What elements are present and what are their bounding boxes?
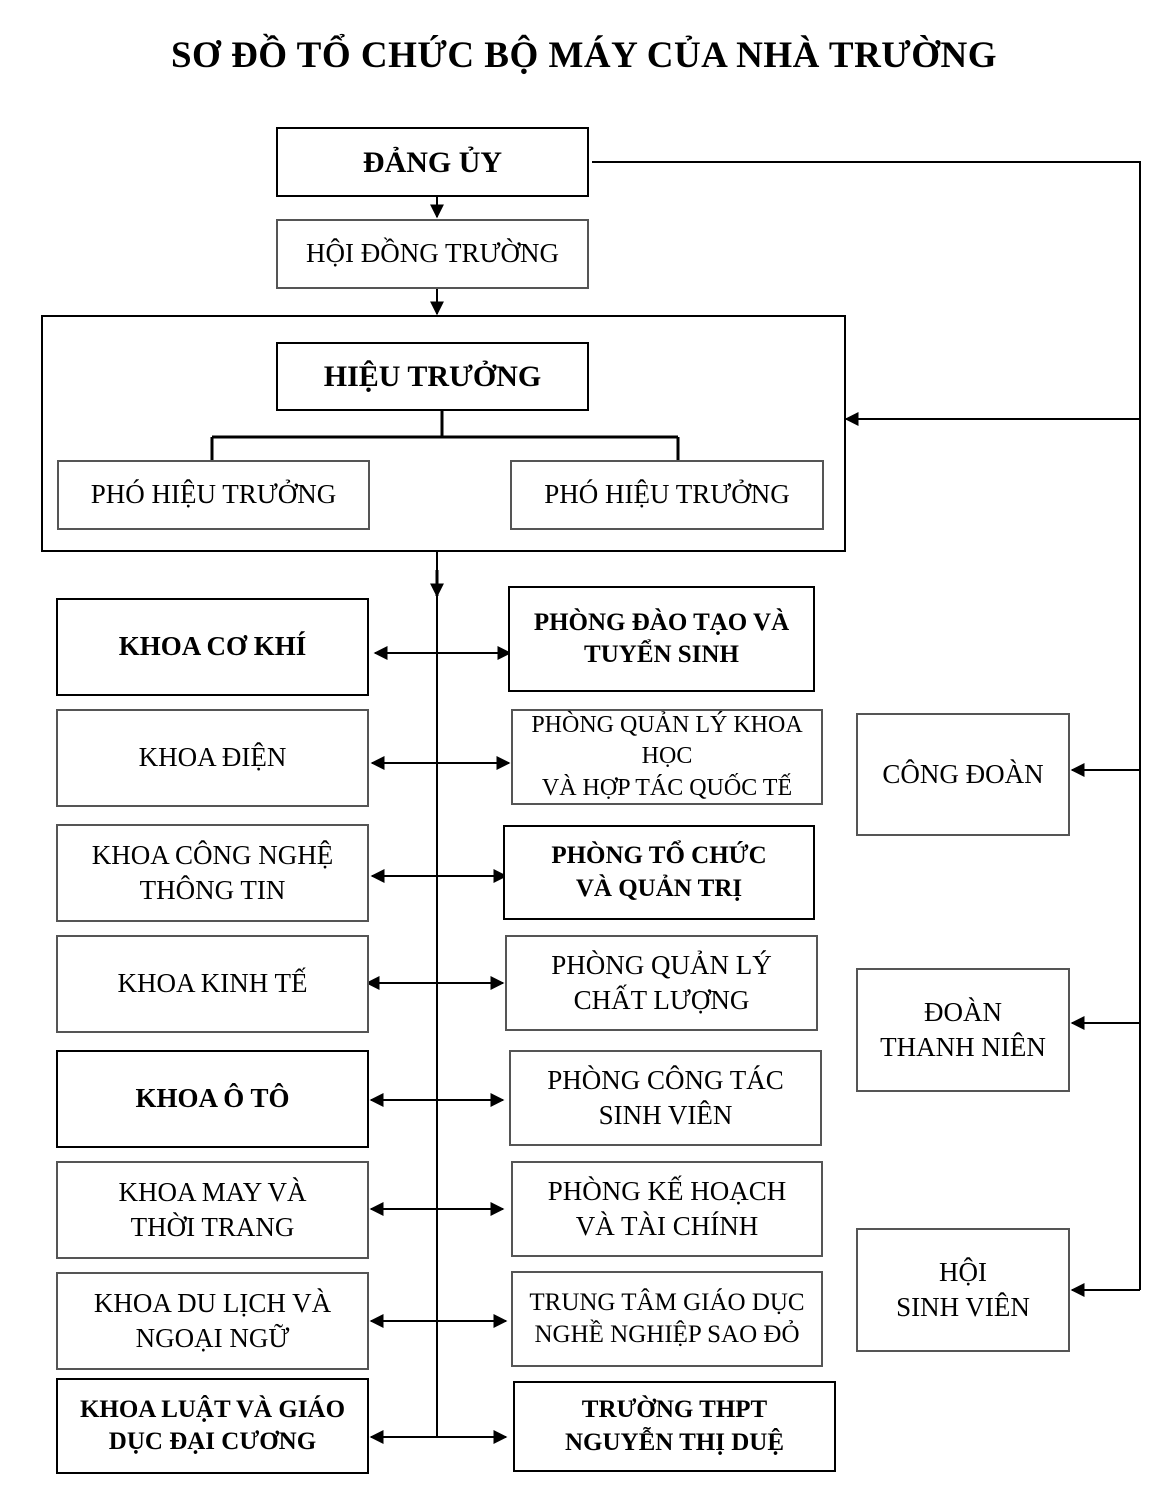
- vice-principal-box: PHÓ HIỆU TRƯỞNG: [57, 460, 370, 530]
- principal-box: HIỆU TRƯỞNG: [276, 342, 589, 411]
- faculty-box: KHOA LUẬT VÀ GIÁO DỤC ĐẠI CƯƠNG: [56, 1378, 369, 1474]
- faculty-box: KHOA Ô TÔ: [56, 1050, 369, 1148]
- organization-box: HỘI SINH VIÊN: [856, 1228, 1070, 1352]
- party-committee-box: ĐẢNG ỦY: [276, 127, 589, 197]
- department-box: PHÒNG QUẢN LÝ CHẤT LƯỢNG: [505, 935, 818, 1031]
- department-box: PHÒNG QUẢN LÝ KHOA HỌC VÀ HỢP TÁC QUỐC T…: [511, 709, 823, 805]
- faculty-box: KHOA ĐIỆN: [56, 709, 369, 807]
- department-box: TRƯỜNG THPT NGUYỄN THỊ DUỆ: [513, 1381, 836, 1472]
- organization-box: ĐOÀN THANH NIÊN: [856, 968, 1070, 1092]
- faculty-box: KHOA MAY VÀ THỜI TRANG: [56, 1161, 369, 1259]
- school-council-box: HỘI ĐỒNG TRƯỜNG: [276, 219, 589, 289]
- department-box: PHÒNG TỔ CHỨC VÀ QUẢN TRỊ: [503, 825, 815, 920]
- vice-principal-box: PHÓ HIỆU TRƯỞNG: [510, 460, 824, 530]
- department-box: TRUNG TÂM GIÁO DỤC NGHỀ NGHIỆP SAO ĐỎ: [511, 1271, 823, 1367]
- party-bus-line: [592, 161, 1141, 1290]
- department-box: PHÒNG KẾ HOẠCH VÀ TÀI CHÍNH: [511, 1161, 823, 1257]
- department-box: PHÒNG CÔNG TÁC SINH VIÊN: [509, 1050, 822, 1146]
- organization-arrows: [1070, 763, 1140, 1297]
- board-of-directors-frame: [41, 315, 846, 552]
- organization-box: CÔNG ĐOÀN: [856, 713, 1070, 836]
- faculty-box: KHOA CƠ KHÍ: [56, 598, 369, 696]
- page-title: SƠ ĐỒ TỔ CHỨC BỘ MÁY CỦA NHÀ TRƯỜNG: [170, 35, 998, 76]
- department-box: PHÒNG ĐÀO TẠO VÀ TUYỂN SINH: [508, 586, 815, 692]
- faculty-box: KHOA DU LỊCH VÀ NGOẠI NGỮ: [56, 1272, 369, 1370]
- faculty-box: KHOA CÔNG NGHỆ THÔNG TIN: [56, 824, 369, 922]
- faculty-department-arrows: [365, 646, 512, 1444]
- faculty-box: KHOA KINH TẾ: [56, 935, 369, 1033]
